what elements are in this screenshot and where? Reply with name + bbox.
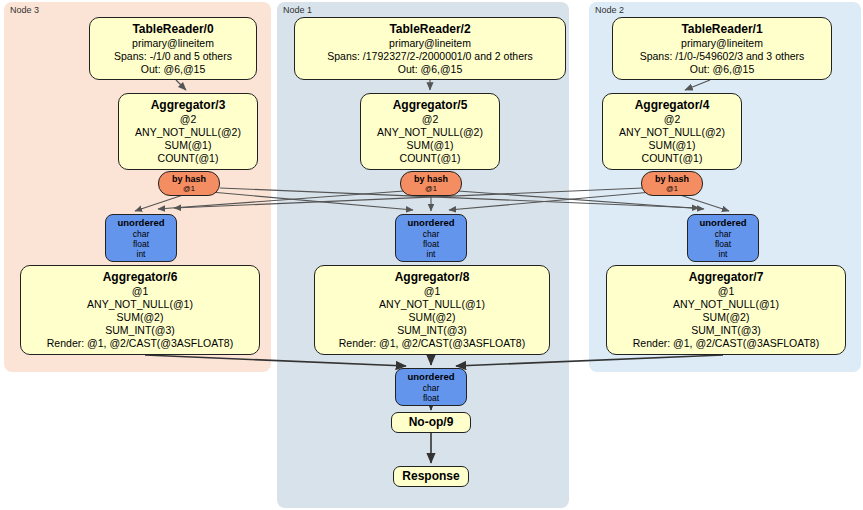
processor-title: Aggregator/4 (607, 98, 737, 113)
processor-response: Response (393, 466, 469, 487)
processor-title: Response (398, 469, 464, 484)
router-by-hash-node3: by hash @1 (158, 171, 220, 196)
processor-tablereader-1: TableReader/1 primary@lineitem Spans: /1… (612, 17, 832, 80)
router-columns: @1 (401, 184, 461, 193)
processor-title: TableReader/0 (94, 22, 252, 37)
processor-title: TableReader/2 (299, 22, 561, 37)
sync-column-type: char (396, 229, 466, 239)
processor-title: Aggregator/8 (319, 270, 545, 285)
processor-group-cols: @1 (319, 285, 545, 298)
processor-agg-fn: SUM_INT(@3) (319, 324, 545, 337)
processor-group-cols: @2 (365, 113, 495, 126)
node-group-3-label: Node 3 (10, 5, 39, 15)
processor-agg-fn: COUNT(@1) (123, 152, 253, 165)
processor-agg-fn: SUM_INT(@3) (611, 324, 841, 337)
processor-render: Render: @1, @2/CAST(@3ASFLOAT8) (25, 337, 255, 350)
processor-out: Out: @6,@15 (299, 63, 561, 76)
processor-tablereader-0: TableReader/0 primary@lineitem Spans: -/… (89, 17, 257, 80)
processor-agg-fn: SUM(@2) (25, 311, 255, 324)
processor-agg-fn: SUM(@1) (123, 139, 253, 152)
sync-column-type: float (106, 239, 176, 249)
processor-agg-fn: SUM(@1) (365, 139, 495, 152)
processor-agg-fn: ANY_NOT_NULL(@1) (611, 298, 841, 311)
sync-unordered-node1: unordered char float int (395, 214, 467, 262)
processor-tablereader-2: TableReader/2 primary@lineitem Spans: /1… (294, 17, 566, 80)
sync-column-type: int (106, 249, 176, 259)
processor-title: TableReader/1 (617, 22, 827, 37)
processor-out: Out: @6,@15 (94, 63, 252, 76)
processor-spans: Spans: -/1/0 and 5 others (94, 50, 252, 63)
sync-column-type: float (396, 393, 466, 403)
processor-spans: Spans: /1/0-/549602/3 and 3 others (617, 50, 827, 63)
processor-aggregator-7: Aggregator/7 @1 ANY_NOT_NULL(@1) SUM(@2)… (606, 265, 846, 355)
processor-noop-9: No-op/9 (391, 412, 471, 433)
processor-aggregator-4: Aggregator/4 @2 ANY_NOT_NULL(@2) SUM(@1)… (602, 93, 742, 170)
processor-agg-fn: SUM_INT(@3) (25, 324, 255, 337)
processor-agg-fn: COUNT(@1) (365, 152, 495, 165)
router-columns: @1 (159, 184, 219, 193)
processor-group-cols: @1 (611, 285, 841, 298)
processor-agg-fn: COUNT(@1) (607, 152, 737, 165)
node-group-2-label: Node 2 (595, 5, 624, 15)
sync-column-type: char (396, 383, 466, 393)
sync-title: unordered (396, 371, 466, 383)
processor-agg-fn: ANY_NOT_NULL(@2) (607, 126, 737, 139)
router-columns: @1 (642, 184, 702, 193)
sync-title: unordered (106, 217, 176, 229)
processor-agg-fn: ANY_NOT_NULL(@2) (123, 126, 253, 139)
processor-aggregator-6: Aggregator/6 @1 ANY_NOT_NULL(@1) SUM(@2)… (20, 265, 260, 355)
router-by-hash-node1: by hash @1 (400, 171, 462, 196)
processor-agg-fn: ANY_NOT_NULL(@2) (365, 126, 495, 139)
processor-render: Render: @1, @2/CAST(@3ASFLOAT8) (319, 337, 545, 350)
processor-title: Aggregator/6 (25, 270, 255, 285)
processor-spans: Spans: /1792327/2-/2000001/0 and 2 other… (299, 50, 561, 63)
router-by-hash-node2: by hash @1 (641, 171, 703, 196)
router-title: by hash (642, 174, 702, 184)
processor-title: Aggregator/7 (611, 270, 841, 285)
sync-column-type: char (106, 229, 176, 239)
processor-index: primary@lineitem (617, 37, 827, 50)
sync-column-type: int (396, 249, 466, 259)
processor-group-cols: @1 (25, 285, 255, 298)
processor-agg-fn: ANY_NOT_NULL(@1) (25, 298, 255, 311)
processor-group-cols: @2 (607, 113, 737, 126)
sync-column-type: float (396, 239, 466, 249)
processor-group-cols: @2 (123, 113, 253, 126)
sync-title: unordered (688, 217, 758, 229)
processor-aggregator-5: Aggregator/5 @2 ANY_NOT_NULL(@2) SUM(@1)… (360, 93, 500, 170)
sync-unordered-node3: unordered char float int (105, 214, 177, 262)
processor-index: primary@lineitem (94, 37, 252, 50)
sync-column-type: int (688, 249, 758, 259)
sync-column-type: char (688, 229, 758, 239)
sync-unordered-node2: unordered char float int (687, 214, 759, 262)
processor-title: No-op/9 (396, 415, 466, 430)
processor-title: Aggregator/3 (123, 98, 253, 113)
processor-agg-fn: SUM(@1) (607, 139, 737, 152)
processor-title: Aggregator/5 (365, 98, 495, 113)
sync-unordered-final: unordered char float (395, 368, 467, 406)
node-group-1-label: Node 1 (283, 5, 312, 15)
processor-aggregator-8: Aggregator/8 @1 ANY_NOT_NULL(@1) SUM(@2)… (314, 265, 550, 355)
processor-agg-fn: ANY_NOT_NULL(@1) (319, 298, 545, 311)
router-title: by hash (401, 174, 461, 184)
processor-agg-fn: SUM(@2) (319, 311, 545, 324)
processor-agg-fn: SUM(@2) (611, 311, 841, 324)
sync-column-type: float (688, 239, 758, 249)
processor-index: primary@lineitem (299, 37, 561, 50)
processor-aggregator-3: Aggregator/3 @2 ANY_NOT_NULL(@2) SUM(@1)… (118, 93, 258, 170)
router-title: by hash (159, 174, 219, 184)
processor-out: Out: @6,@15 (617, 63, 827, 76)
processor-render: Render: @1, @2/CAST(@3ASFLOAT8) (611, 337, 841, 350)
sync-title: unordered (396, 217, 466, 229)
